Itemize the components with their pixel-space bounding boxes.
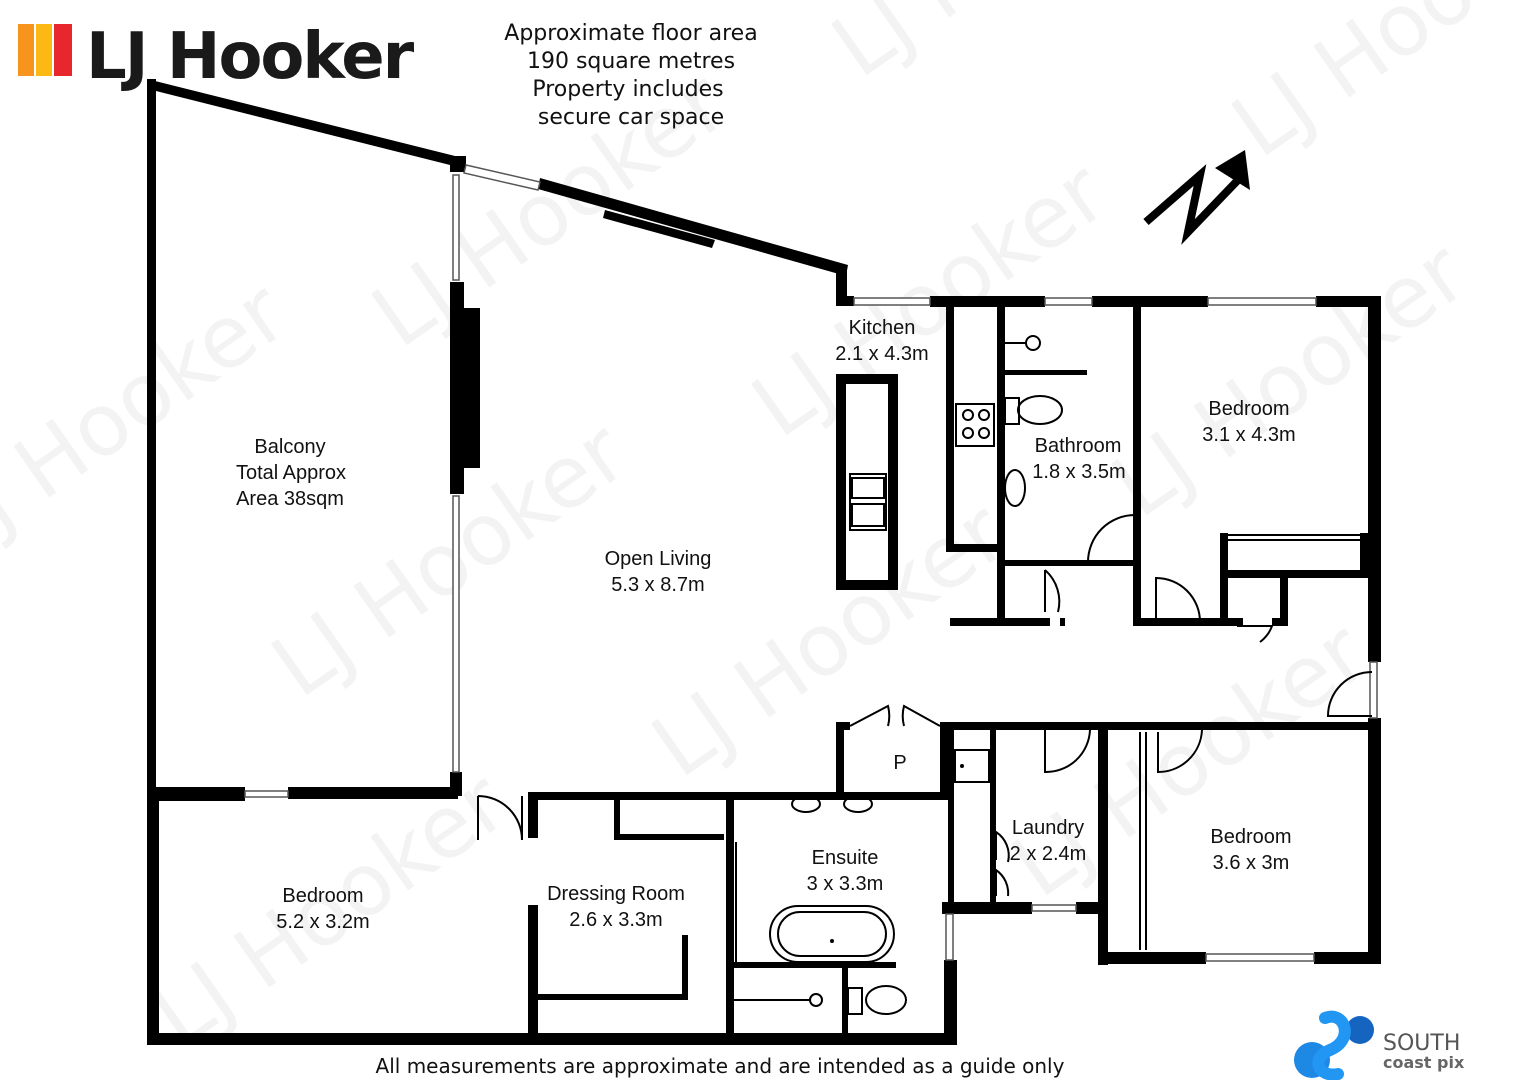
room-note: Total Approx bbox=[236, 462, 346, 484]
room-size: 2 x 2.4m bbox=[1010, 843, 1087, 865]
room-name: Ensuite bbox=[812, 847, 879, 869]
watermark: LJ Hooker bbox=[1095, 222, 1485, 537]
logo-bar-orange bbox=[18, 24, 34, 76]
north-arrow-icon bbox=[1143, 150, 1250, 245]
room-ensuite: Ensuite 3 x 3.3m bbox=[807, 847, 884, 895]
room-name: Bedroom bbox=[282, 885, 363, 907]
room-balcony: Balcony Total Approx Area 38sqm bbox=[236, 436, 346, 510]
room-size: 3.1 x 4.3m bbox=[1202, 424, 1295, 446]
room-size: 1.8 x 3.5m bbox=[1032, 461, 1125, 483]
room-name: Open Living bbox=[605, 548, 712, 570]
room-kitchen: Kitchen 2.1 x 4.3m bbox=[835, 317, 928, 365]
header-line: 190 square metres bbox=[527, 49, 735, 74]
room-laundry: Laundry 2 x 2.4m bbox=[1010, 817, 1087, 865]
credit-line1: SOUTH bbox=[1383, 1031, 1460, 1056]
header-line: Property includes bbox=[532, 77, 723, 102]
room-open-living: Open Living 5.3 x 8.7m bbox=[605, 548, 712, 596]
room-name: Balcony bbox=[254, 436, 325, 458]
room-size: 3 x 3.3m bbox=[807, 873, 884, 895]
credit-line2: coast pix bbox=[1383, 1053, 1465, 1072]
room-bedroom-se: Bedroom 3.6 x 3m bbox=[1210, 826, 1291, 874]
room-size: 3.6 x 3m bbox=[1213, 852, 1290, 874]
doors bbox=[477, 513, 1373, 897]
room-name: Bedroom bbox=[1210, 826, 1291, 848]
watermark: LJ Hooker bbox=[815, 0, 1205, 97]
watermark: LJ Hooker bbox=[1215, 0, 1528, 177]
room-name: Laundry bbox=[1012, 817, 1084, 839]
header-line: Approximate floor area bbox=[504, 21, 757, 46]
room-dressing: Dressing Room 2.6 x 3.3m bbox=[547, 883, 685, 931]
room-size: 2.1 x 4.3m bbox=[835, 343, 928, 365]
room-name: P bbox=[893, 752, 906, 774]
room-bedroom-sw: Bedroom 5.2 x 3.2m bbox=[276, 885, 369, 933]
windows bbox=[244, 164, 1378, 962]
logo-bar-red bbox=[54, 24, 72, 76]
logo-bar-yellow bbox=[36, 24, 52, 76]
disclaimer: All measurements are approximate and are… bbox=[376, 1054, 1065, 1078]
room-name: Bedroom bbox=[1208, 398, 1289, 420]
room-name: Dressing Room bbox=[547, 883, 685, 905]
brand-name: LJ Hooker bbox=[86, 20, 415, 94]
room-labels: Balcony Total Approx Area 38sqm Open Liv… bbox=[236, 317, 1296, 933]
room-name: Kitchen bbox=[849, 317, 916, 339]
room-pantry: P bbox=[893, 752, 906, 774]
room-bedroom-ne: Bedroom 3.1 x 4.3m bbox=[1202, 398, 1295, 446]
walls bbox=[147, 79, 1381, 1045]
header-notes: Approximate floor area 190 square metres… bbox=[504, 21, 757, 130]
sliding-doors bbox=[622, 534, 1362, 962]
room-bathroom: Bathroom 1.8 x 3.5m bbox=[1032, 435, 1125, 483]
brand-logo: LJ Hooker bbox=[18, 20, 417, 94]
fixtures bbox=[734, 335, 1063, 1015]
credit-logo: SOUTH coast pix bbox=[1294, 1010, 1465, 1080]
room-size: 5.2 x 3.2m bbox=[276, 911, 369, 933]
credit-mark-icon bbox=[1294, 1010, 1374, 1080]
header-line: secure car space bbox=[538, 105, 724, 130]
room-size: 2.6 x 3.3m bbox=[569, 909, 662, 931]
room-note: Area 38sqm bbox=[236, 488, 344, 510]
room-name: Bathroom bbox=[1035, 435, 1122, 457]
room-size: 5.3 x 8.7m bbox=[611, 574, 704, 596]
